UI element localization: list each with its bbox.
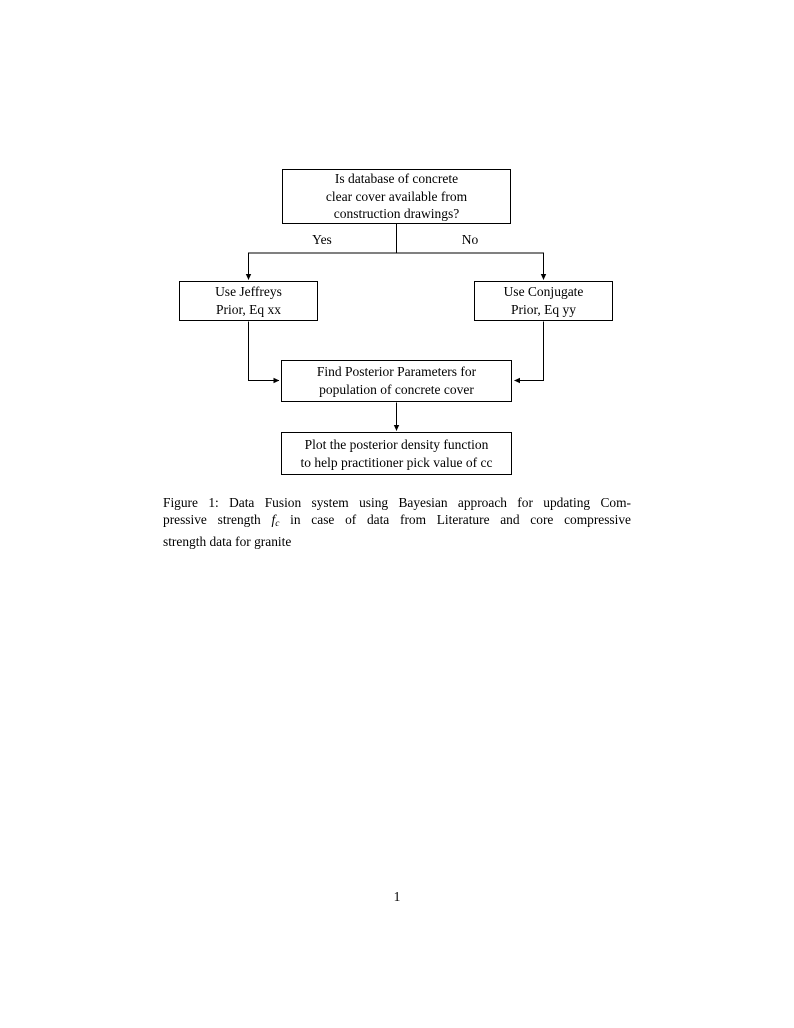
node-text-line: Use Conjugate bbox=[503, 284, 584, 299]
math-symbol-fc: f bbox=[271, 512, 276, 527]
edge-conjugate-to-posterior bbox=[514, 321, 544, 384]
caption-line-1: Figure 1: Data Fusion system using Bayes… bbox=[163, 495, 631, 510]
edge-label-yes: Yes bbox=[312, 232, 332, 247]
node-text-line: Find Posterior Parameters for bbox=[316, 364, 477, 379]
page-number: 1 bbox=[393, 889, 401, 904]
edge-jeffreys-to-posterior bbox=[248, 321, 280, 384]
node-text-line: construction drawings? bbox=[333, 206, 460, 222]
flowchart-node-conjugate-prior: Use Conjugate Prior, Eq yy bbox=[474, 281, 613, 321]
caption-line-2: pressive strength fc in case of data fro… bbox=[163, 511, 631, 533]
flowchart-node-plot-density: Plot the posterior density function to h… bbox=[281, 432, 512, 475]
flowchart-node-jeffreys-prior: Use Jeffreys Prior, Eq xx bbox=[179, 281, 318, 321]
node-text-line: clear cover available from bbox=[325, 188, 468, 204]
node-text-line: Use Jeffreys bbox=[215, 284, 282, 299]
node-text-line: to help practitioner pick value of cc bbox=[300, 454, 493, 470]
flowchart-node-posterior-parameters: Find Posterior Parameters for population… bbox=[281, 360, 512, 402]
node-text-line: Prior, Eq xx bbox=[215, 302, 282, 317]
caption-line-3: strength data for granite bbox=[163, 534, 292, 549]
figure-caption: Figure 1: Data Fusion system using Bayes… bbox=[163, 494, 631, 550]
node-text-line: Prior, Eq yy bbox=[510, 302, 577, 317]
node-text-line: population of concrete cover bbox=[319, 382, 474, 397]
edge-label-no: No bbox=[461, 232, 479, 247]
caption-line-2-pre: pressive strength bbox=[163, 512, 272, 527]
caption-line-2-post: in case of data from Literature and core… bbox=[279, 512, 632, 527]
flowchart-node-decision: Is database of concrete clear cover avai… bbox=[282, 169, 511, 224]
node-text-line: Plot the posterior density function bbox=[304, 436, 489, 452]
math-subscript-c: c bbox=[275, 519, 280, 529]
node-text-line: Is database of concrete bbox=[334, 171, 459, 187]
